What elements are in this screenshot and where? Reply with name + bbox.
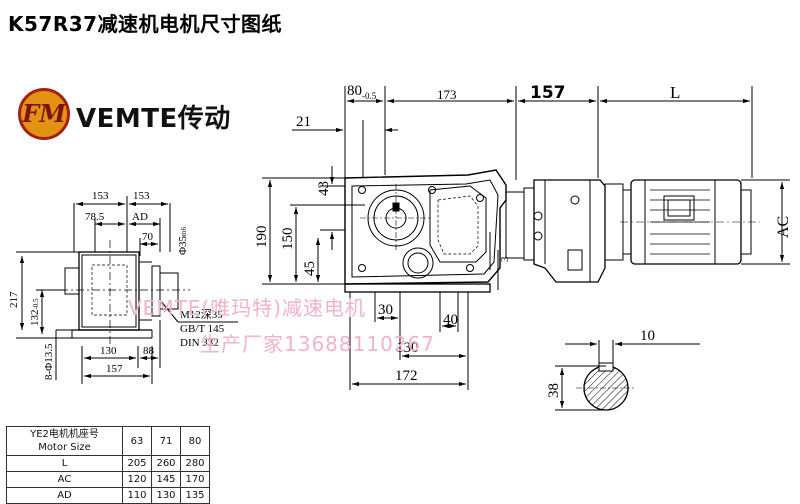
shaft-section [555, 340, 700, 411]
left-view-labels: 153 153 78.5 AD 70 Φ35m6 217 132-0.5 8-Φ… [8, 190, 225, 380]
table-header-size: 80 [180, 426, 210, 456]
dim-38: 38 [546, 383, 562, 398]
dim-130-main: 130 [396, 340, 419, 356]
brand-logo: FM VEMTE传动 [18, 88, 258, 148]
dim-173: 173 [437, 87, 457, 102]
dim-150: 150 [280, 228, 296, 251]
watermark-line1: VEMTE(唯玛特)减速电机 [128, 296, 367, 320]
dim-132: 132-0.5 [29, 298, 41, 326]
dim-153-left: 153 [92, 190, 109, 202]
dim-AC: AC [775, 216, 792, 238]
table-row: AC 120 145 170 [6, 471, 210, 488]
page-title: K57R37减速机电机尺寸图纸 [8, 12, 283, 36]
dim-70: 70 [142, 231, 154, 243]
main-view-labels: 80-0.5 173 157 L 21 190 150 43 45 3 30 4… [254, 83, 792, 384]
brand-name: VEMTE传动 [76, 104, 231, 134]
dim-45: 45 [302, 261, 318, 276]
vemte-logo-icon: FM [18, 88, 70, 140]
dim-30: 30 [378, 302, 393, 318]
dim-3: 3 [499, 256, 511, 262]
table-row: L 205 260 280 [6, 455, 210, 472]
dim-217: 217 [8, 291, 20, 308]
dim-40: 40 [443, 312, 458, 328]
dim-hole: 8-Φ13.5 [43, 343, 55, 380]
dim-130-left: 130 [100, 345, 117, 357]
table-header-label: YE2电机机座号 Motor Size [6, 426, 123, 456]
watermark-line2: 生产厂家13688110267 [200, 332, 435, 356]
dim-10: 10 [640, 328, 655, 344]
dim-shaft-dia: Φ35m6 [177, 227, 189, 255]
dim-172: 172 [395, 368, 418, 384]
table-header-size: 63 [122, 426, 152, 456]
table-row: AD 110 130 135 [6, 487, 210, 504]
dim-80: 80-0.5 [347, 83, 377, 101]
dim-43: 43 [316, 181, 332, 196]
dim-78-5: 78.5 [85, 211, 105, 223]
dim-AD-left: AD [132, 211, 148, 223]
dim-157: 157 [530, 83, 566, 103]
dim-L: L [670, 83, 680, 102]
shaft-section-labels: 10 38 [546, 328, 655, 398]
left-side-view [16, 196, 238, 384]
main-view [262, 86, 790, 390]
motor-size-table: YE2电机机座号 Motor Size 63 71 80 L 205 260 2… [6, 426, 210, 504]
dim-88: 88 [143, 345, 155, 357]
dim-190: 190 [254, 226, 270, 249]
thread-m12: M12深35 [180, 308, 223, 321]
table-header-size: 71 [151, 426, 181, 456]
table-header-row: YE2电机机座号 Motor Size 63 71 80 [6, 426, 210, 456]
thread-gbt: GB/T 145 [180, 323, 225, 335]
thread-din: DIN 332 [180, 337, 219, 349]
dim-21: 21 [296, 114, 311, 130]
dim-157-left: 157 [106, 363, 123, 375]
dim-153-right: 153 [133, 190, 150, 202]
